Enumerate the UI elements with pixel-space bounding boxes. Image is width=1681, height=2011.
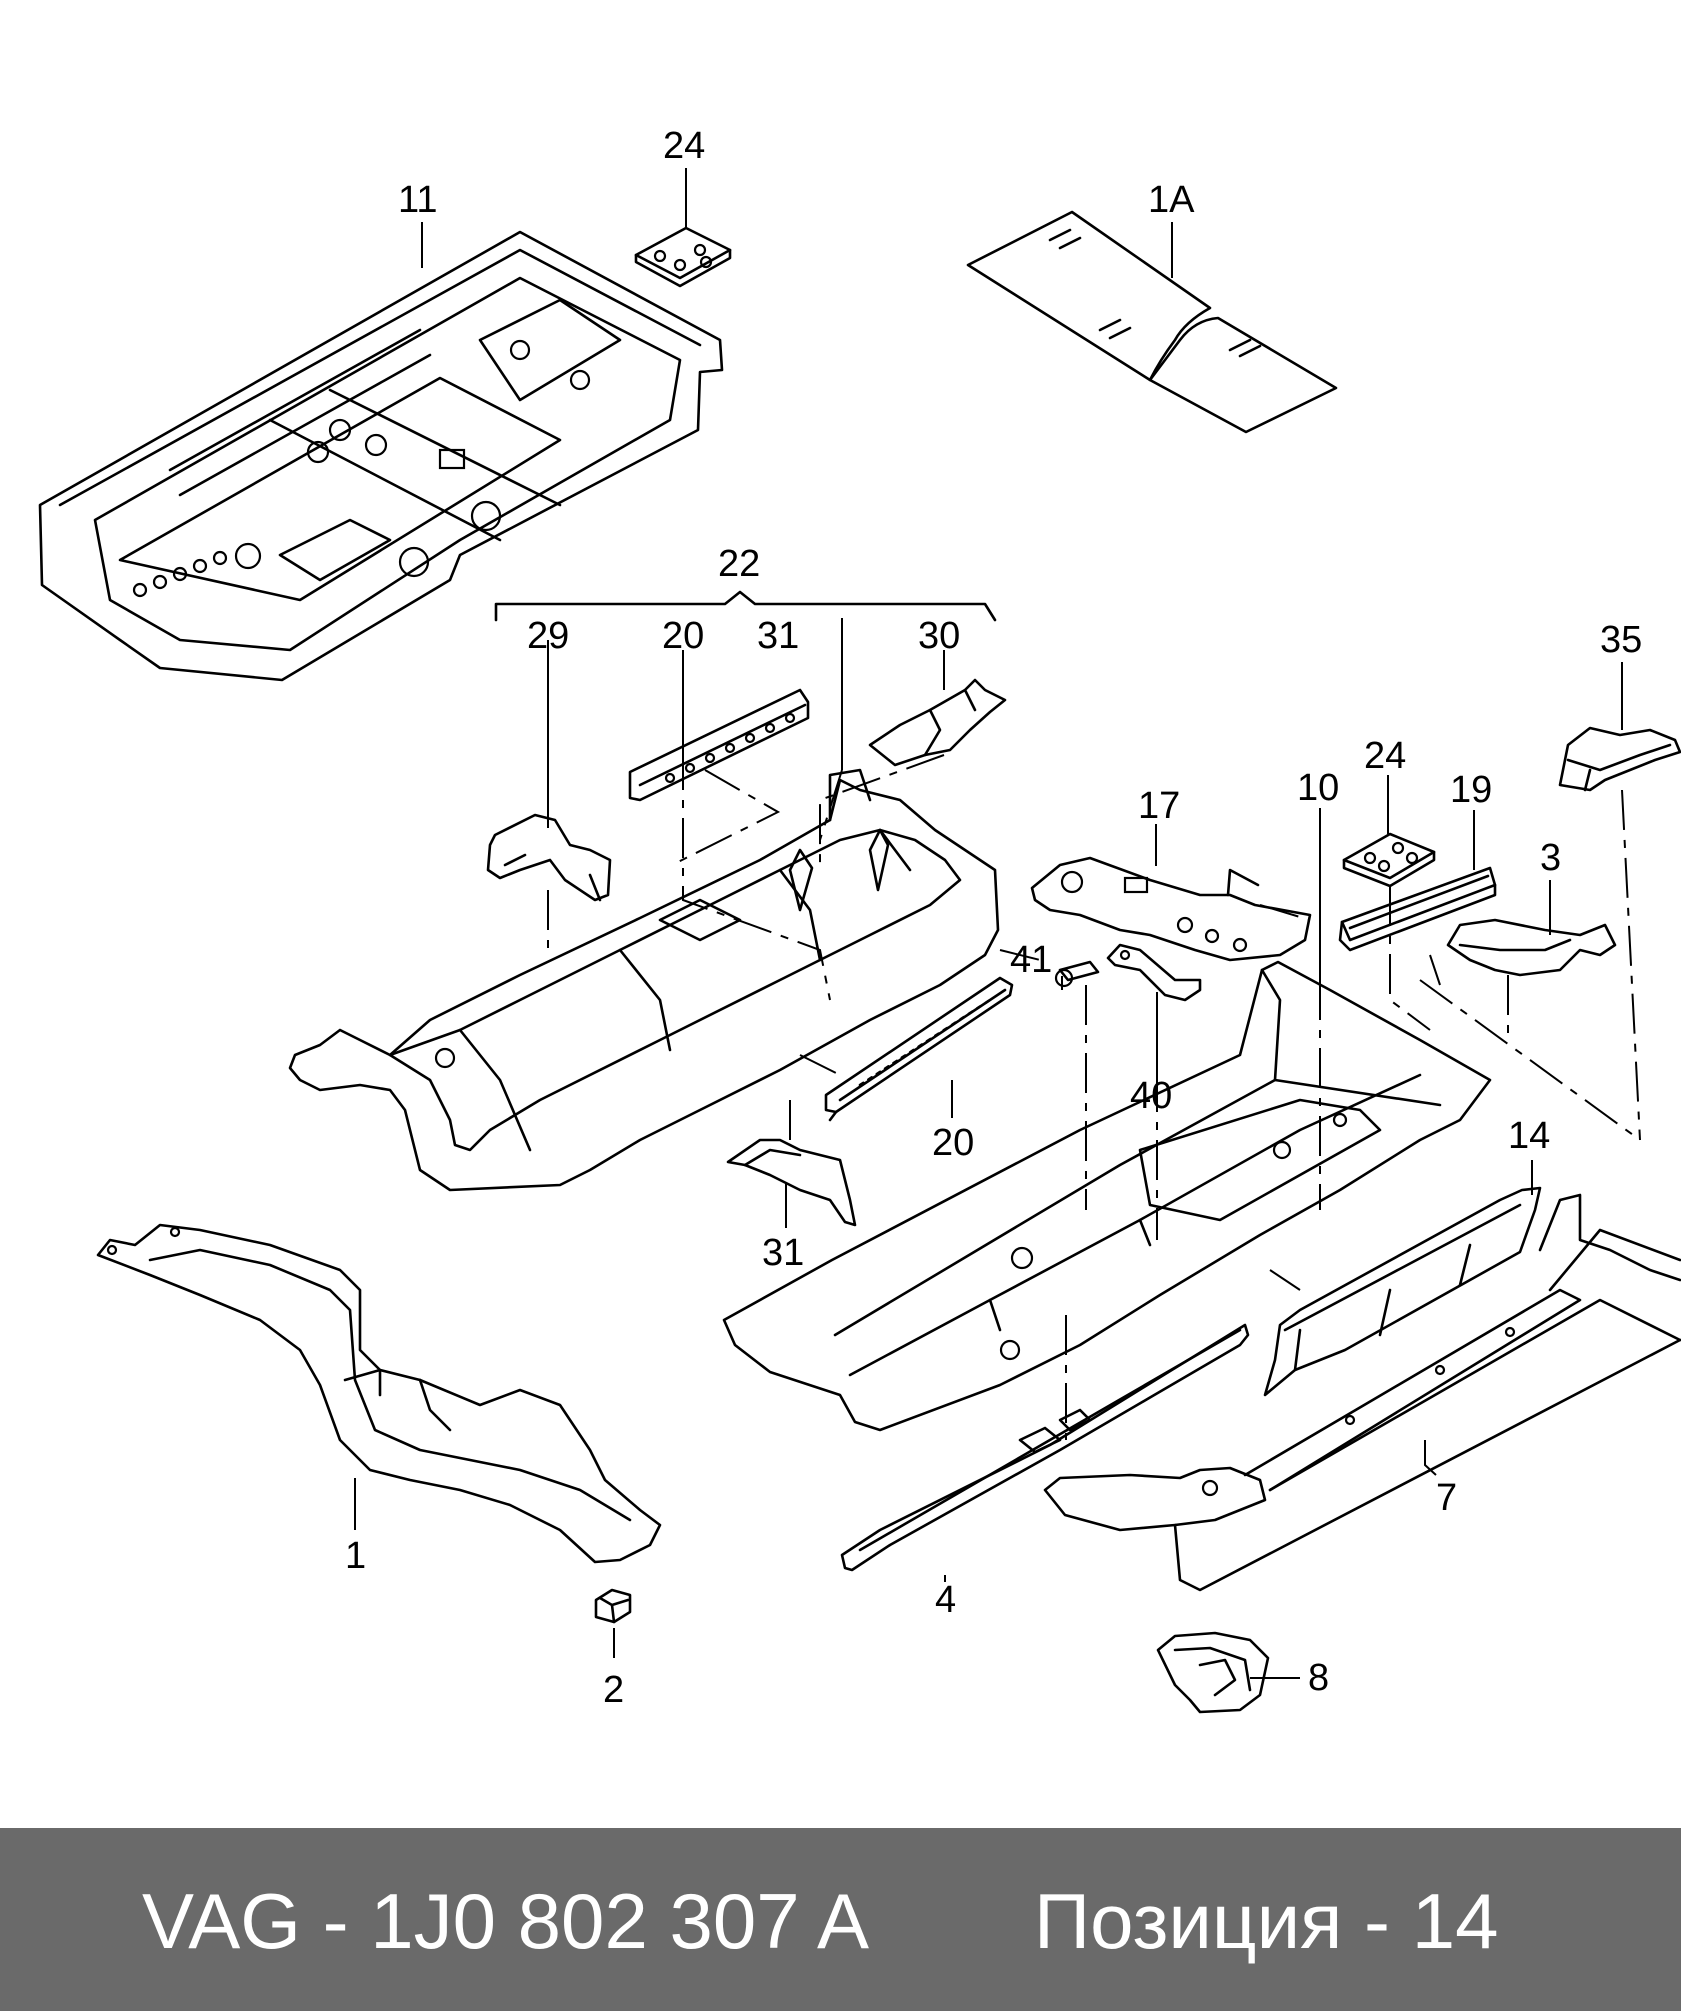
part-41-bolt bbox=[1054, 960, 1100, 988]
group-22-bracket bbox=[494, 590, 997, 622]
part-24-plate-right bbox=[1342, 832, 1436, 888]
callout-24-right: 24 bbox=[1364, 735, 1406, 777]
callout-19: 19 bbox=[1450, 769, 1492, 811]
part-10-front-floor-pan bbox=[722, 960, 1492, 1432]
part-1a-insulation-mat bbox=[966, 210, 1338, 434]
callout-30: 30 bbox=[918, 615, 960, 657]
callout-22: 22 bbox=[718, 543, 760, 585]
callout-40: 40 bbox=[1130, 1075, 1172, 1117]
callout-14: 14 bbox=[1508, 1115, 1550, 1157]
part-24-plate-top bbox=[634, 226, 732, 288]
part-30-bracket bbox=[868, 678, 1007, 767]
callout-41: 41 bbox=[1010, 939, 1052, 981]
leader-lines bbox=[354, 168, 1623, 1679]
callout-24-top: 24 bbox=[663, 125, 705, 167]
part-19-strip bbox=[1338, 866, 1497, 952]
part-8-mount bbox=[1156, 1631, 1270, 1714]
assembly-lines bbox=[547, 750, 1641, 1440]
part-20-strip-upper bbox=[628, 688, 810, 802]
part-number-label: VAG - 1J0 802 307 A bbox=[142, 1877, 870, 1965]
callout-8: 8 bbox=[1308, 1657, 1329, 1699]
part-31-bracket-lower bbox=[726, 1138, 857, 1227]
part-20-strip-lower bbox=[824, 976, 1014, 1122]
callout-1: 1 bbox=[345, 1535, 366, 1577]
part-11-rear-floor-pan bbox=[38, 230, 724, 682]
callout-31-lower: 31 bbox=[762, 1232, 804, 1274]
callout-20-upper: 20 bbox=[662, 615, 704, 657]
callout-4: 4 bbox=[935, 1579, 956, 1621]
part-3-bracket bbox=[1446, 918, 1617, 977]
callout-11: 11 bbox=[398, 179, 437, 221]
part-4-long-rail bbox=[840, 1323, 1250, 1572]
part-1-front-crossmember bbox=[96, 1223, 662, 1564]
callout-3: 3 bbox=[1540, 837, 1561, 879]
part-29-bracket bbox=[486, 813, 612, 902]
part-14-side-rail bbox=[1263, 1186, 1542, 1397]
exploded-parts-diagram: 11 24 1A 22 29 20 31 30 35 17 10 24 19 3… bbox=[38, 125, 1681, 1714]
part-17-crossmember-bracket bbox=[1030, 856, 1312, 962]
callout-35: 35 bbox=[1600, 619, 1642, 661]
callout-29: 29 bbox=[527, 615, 569, 657]
callout-20-lower: 20 bbox=[932, 1122, 974, 1164]
callout-7: 7 bbox=[1436, 1477, 1457, 1519]
footer-bar: VAG - 1J0 802 307 A Позиция - 14 bbox=[0, 1828, 1681, 2011]
callout-10: 10 bbox=[1297, 767, 1339, 809]
callout-1a: 1A bbox=[1148, 179, 1195, 221]
part-tunnel-assembly bbox=[288, 768, 1000, 1192]
callout-31-upper: 31 bbox=[757, 615, 799, 657]
part-7-sill bbox=[1043, 1193, 1681, 1592]
callout-2: 2 bbox=[603, 1669, 624, 1711]
position-label: Позиция - 14 bbox=[1034, 1877, 1499, 1965]
callout-17: 17 bbox=[1138, 785, 1180, 827]
part-2-nut bbox=[594, 1588, 632, 1624]
part-40-bracket bbox=[1106, 943, 1202, 1002]
part-35-bracket bbox=[1558, 726, 1681, 792]
